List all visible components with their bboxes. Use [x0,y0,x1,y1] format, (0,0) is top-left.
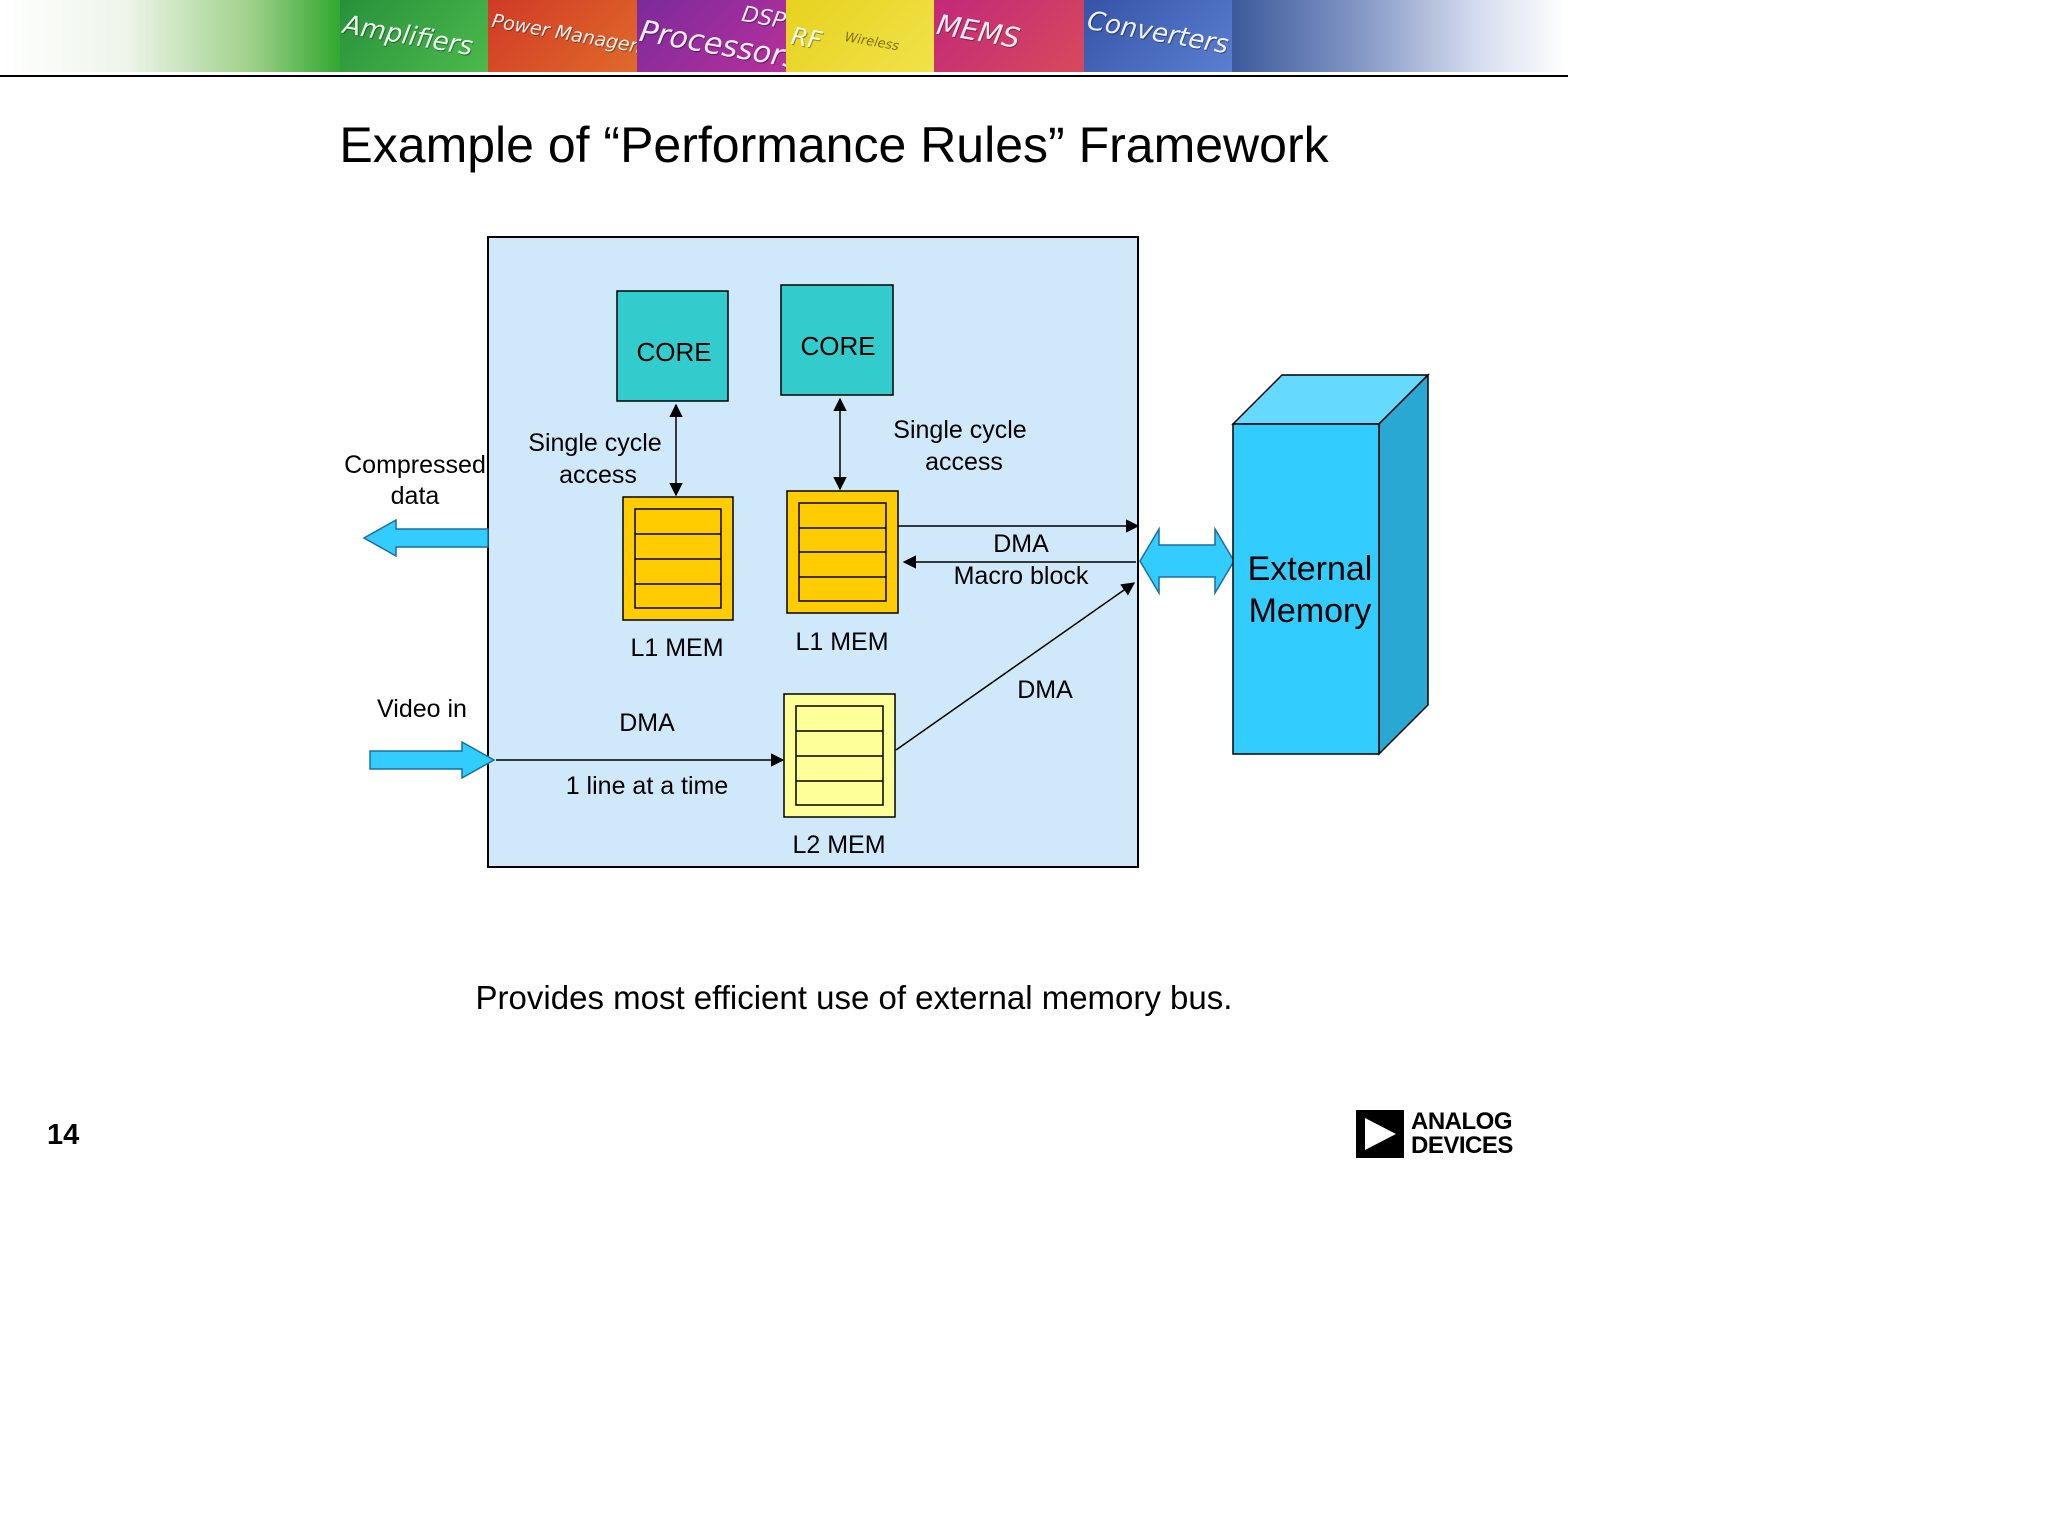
core-right-label: CORE [800,331,875,361]
banner-tile-rf: RF [786,0,936,72]
dma-macro-label-line2: Macro block [954,562,1089,590]
video-in-arrow [369,740,496,780]
dma-l2-label: DMA [1017,676,1073,704]
compressed-out-arrow [362,518,489,558]
banner-tile-converters: Converters [1084,0,1232,72]
slide-title: Example of “Performance Rules” Framework [339,117,1329,173]
l2-mem-label: L2 MEM [792,831,885,859]
single-cycle-left-line1: Single cycle [528,429,661,457]
page-number: 14 [47,1119,80,1151]
l1-mem-left [622,496,734,621]
top-banner: Amplifiers Power Management Processors D… [0,0,1568,72]
dma-macro-label-line1: DMA [993,530,1049,558]
core-left-box [616,290,729,402]
l1-mem-right-label: L1 MEM [795,628,888,656]
core-left-label: CORE [636,337,711,367]
play-triangle-icon [1365,1118,1396,1150]
single-cycle-right-line2: access [925,448,1003,476]
line-at-time-label: 1 line at a time [566,772,729,800]
analog-devices-logo-text: ANALOG DEVICES [1411,1110,1513,1158]
external-memory-label-line2: Memory [1249,592,1372,630]
banner-tile-processors: Processors [637,0,787,72]
banner-divider [0,75,1568,77]
banner-fade-right [1232,0,1568,72]
logo-text-line2: DEVICES [1411,1132,1513,1159]
dma-video-label: DMA [619,709,675,737]
analog-devices-logo: ANALOG DEVICES [1356,1110,1526,1160]
memory-framework-diagram: CORE CORE Single cycle access Single cyc… [344,236,1430,868]
l1-mem-left-label: L1 MEM [630,634,723,662]
video-in-label: Video in [377,695,467,723]
logo-text-line1: ANALOG [1411,1108,1512,1135]
analog-devices-logo-mark [1356,1110,1404,1158]
external-bus-arrow [1139,526,1235,596]
core-right-box [780,284,894,396]
external-memory-label-line1: External [1248,550,1373,588]
single-cycle-right-line1: Single cycle [893,416,1026,444]
l2-mem [783,693,896,818]
banner-tile-power-management: Power Management [488,0,638,72]
compressed-label-line2: data [391,482,440,510]
l1-mem-right [786,490,899,614]
compressed-label-line1: Compressed [344,451,486,479]
dma-l2-external-arrow [895,582,1136,751]
single-cycle-left-line2: access [559,461,637,489]
slide-caption: Provides most efficient use of external … [475,979,1233,1016]
external-memory-block [1231,373,1430,756]
banner-tile-mems: MEMS [934,0,1084,72]
banner-tile-amplifiers: Amplifiers [340,0,490,72]
